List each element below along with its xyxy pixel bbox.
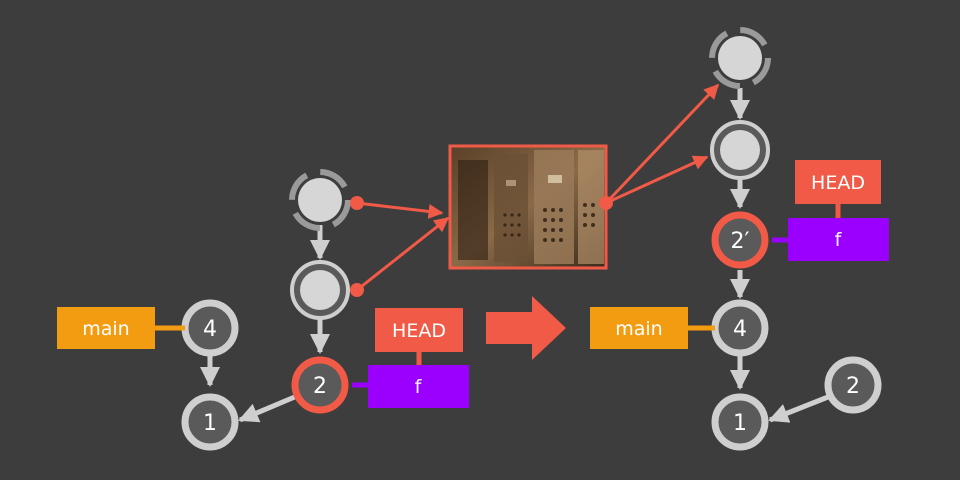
after-graph: 2′ 4 1 2 main HEAD: [590, 27, 889, 451]
branch-f-text: f: [415, 376, 423, 398]
branch-f-label: f: [352, 365, 469, 408]
branch-main-text: main: [82, 318, 129, 340]
branch-f-label: f: [772, 218, 889, 261]
commit-label: 2: [846, 374, 860, 399]
before-graph: 4 1 2 main HEA: [57, 169, 469, 451]
commit-label: 1: [733, 411, 747, 436]
stash-storage-photo: [448, 144, 608, 270]
stash-worktree-node: [289, 169, 351, 231]
stash-index-node: [710, 120, 770, 180]
stash-worktree-node: [709, 27, 771, 89]
edge-2-to-1: [768, 394, 829, 423]
commit-label: 1: [203, 411, 217, 436]
branch-main-text: main: [615, 318, 662, 340]
stash-apply-arrows: [599, 83, 720, 210]
branch-main-label: main: [590, 307, 715, 349]
commit-2-prime: 2′: [711, 211, 769, 269]
stash-index-node: [290, 260, 350, 320]
big-right-arrow-icon: [486, 296, 566, 360]
commit-label: 2′: [731, 229, 750, 254]
commit-2: 2: [824, 356, 882, 414]
commit-label: 4: [203, 317, 217, 342]
head-text: HEAD: [811, 172, 865, 194]
commit-label: 4: [733, 317, 747, 342]
head-text: HEAD: [392, 320, 446, 342]
head-label: HEAD: [375, 308, 463, 365]
edge-2-to-1: [238, 393, 298, 423]
commit-4: 4: [711, 299, 769, 357]
head-label: HEAD: [795, 160, 881, 218]
stash-save-arrows: [350, 196, 450, 297]
branch-f-text: f: [835, 229, 843, 251]
commit-label: 2: [313, 374, 327, 399]
commit-4: 4: [181, 299, 239, 357]
commit-2: 2: [291, 356, 349, 414]
commit-1: 1: [711, 393, 769, 451]
branch-main-label: main: [57, 307, 185, 349]
commit-1: 1: [181, 393, 239, 451]
